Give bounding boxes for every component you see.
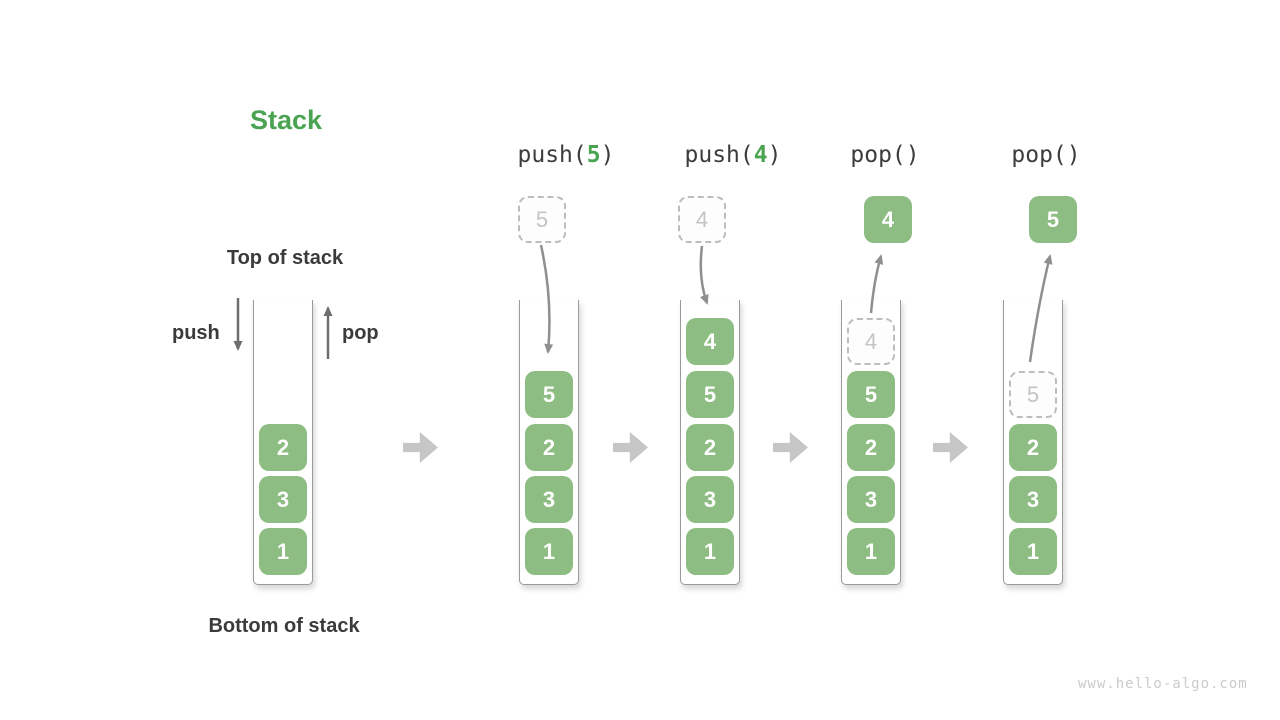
op-close: ) xyxy=(767,142,782,168)
stack-item: 2 xyxy=(525,424,573,471)
top-of-stack-label: Top of stack xyxy=(226,247,344,269)
diagram-title: Stack xyxy=(250,105,323,135)
push-flow-arrow-icon xyxy=(699,245,709,305)
floating-item-dashed: 5 xyxy=(518,196,566,243)
op-fn: push( xyxy=(684,142,754,168)
op-fn: push( xyxy=(517,142,587,168)
watermark: www.hello-algo.com xyxy=(1078,676,1248,692)
floating-item-popped: 5 xyxy=(1029,196,1077,243)
stack-item: 3 xyxy=(259,476,307,523)
op-label-pop-2: pop() xyxy=(1011,142,1080,168)
stack-item: 2 xyxy=(259,424,307,471)
op-close: ) xyxy=(1066,142,1081,168)
op-label-push-5: push(5) xyxy=(518,142,615,168)
stack-item: 3 xyxy=(525,476,573,523)
op-close: ) xyxy=(905,142,920,168)
op-arg: 5 xyxy=(586,142,601,168)
stack-item: 3 xyxy=(686,476,734,523)
op-label-pop-1: pop() xyxy=(850,142,919,168)
stack-item: 5 xyxy=(847,371,895,418)
op-close: ) xyxy=(600,142,615,168)
stack-item-ghost: 4 xyxy=(847,318,895,365)
stack-item: 3 xyxy=(1009,476,1057,523)
stack-item: 2 xyxy=(686,424,734,471)
op-arg: 4 xyxy=(753,142,768,168)
stack-item: 1 xyxy=(686,528,734,575)
stack-item: 2 xyxy=(1009,424,1057,471)
stack-item: 1 xyxy=(1009,528,1057,575)
floating-item-popped: 4 xyxy=(864,196,912,243)
transition-arrow-icon xyxy=(613,432,648,463)
floating-item-dashed: 4 xyxy=(678,196,726,243)
stack-item: 1 xyxy=(847,528,895,575)
stack-item-ghost: 5 xyxy=(1009,371,1057,418)
stack-item: 1 xyxy=(259,528,307,575)
push-label: push xyxy=(172,322,220,344)
transition-arrow-icon xyxy=(403,432,438,463)
pop-label: pop xyxy=(342,322,379,344)
transition-arrow-icon xyxy=(933,432,968,463)
op-fn: pop( xyxy=(850,142,906,168)
stack-item: 3 xyxy=(847,476,895,523)
bottom-of-stack-label: Bottom of stack xyxy=(208,615,360,637)
stack-item: 1 xyxy=(525,528,573,575)
transition-arrow-icon xyxy=(773,432,808,463)
stack-item: 4 xyxy=(686,318,734,365)
stack-item: 5 xyxy=(686,371,734,418)
stack-item: 2 xyxy=(847,424,895,471)
stack-item: 5 xyxy=(525,371,573,418)
op-label-push-4: push(4) xyxy=(685,142,782,168)
op-fn: pop( xyxy=(1011,142,1067,168)
